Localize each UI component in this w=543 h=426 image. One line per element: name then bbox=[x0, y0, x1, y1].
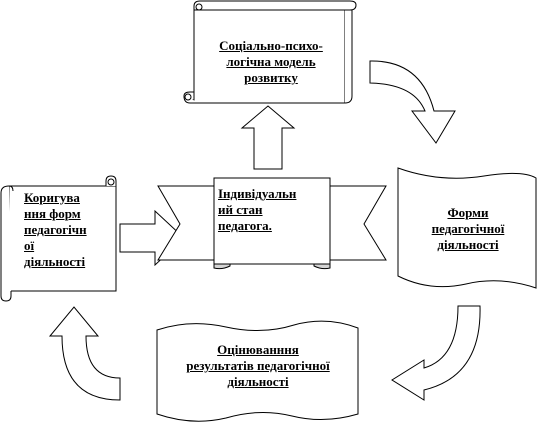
node-individual-state-text: Індивідуальн ий стан педагога. bbox=[218, 186, 297, 233]
wavy-shape-forms bbox=[397, 167, 537, 289]
node-evaluation-text: Оцінюванння результатів педагогічної дія… bbox=[186, 342, 330, 389]
node-social-model-text: Соціально-психо- логічна модель розвитку bbox=[219, 38, 323, 85]
arrow-curve-up bbox=[48, 306, 121, 401]
node-correction-text: Коригува ння форм педагогічн ої діяльнос… bbox=[24, 190, 87, 269]
scroll-shape-correction bbox=[0, 175, 117, 302]
scroll-shape-social-model bbox=[183, 0, 357, 104]
arrow-up bbox=[240, 105, 296, 170]
ribbon-shape-individual-state bbox=[157, 177, 387, 270]
arrow-curve-down-left bbox=[391, 305, 481, 401]
arrow-curve-down-right bbox=[369, 60, 456, 144]
node-forms-text: Форми педагогічної діяльності bbox=[431, 205, 505, 252]
wavy-shape-evaluation bbox=[156, 320, 359, 422]
